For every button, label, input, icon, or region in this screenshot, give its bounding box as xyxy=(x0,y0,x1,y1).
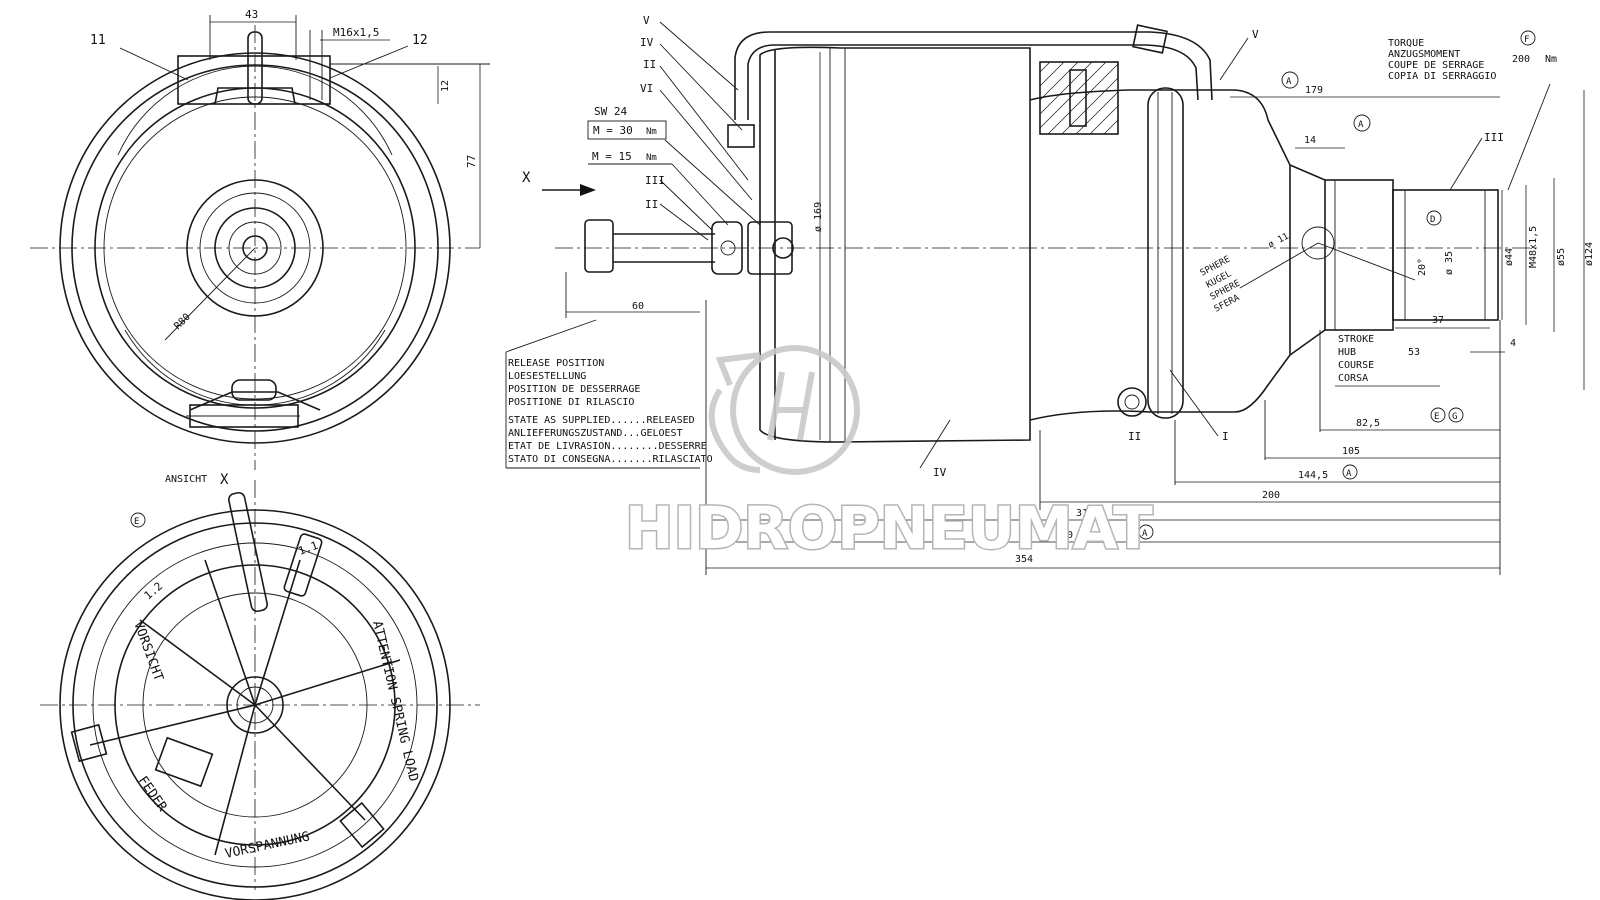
dim-d35: ø 35 xyxy=(1444,251,1455,275)
label-ansicht: ANSICHT xyxy=(165,474,207,485)
cover-text-vorsicht: VORSICHT xyxy=(130,619,166,683)
roman-2-a: II xyxy=(643,58,656,71)
dim-m16: M16x1,5 xyxy=(333,26,379,39)
watermark-logo xyxy=(708,345,860,475)
dim-m30-unit: Nm xyxy=(646,127,657,137)
dim-330: 330 xyxy=(1055,530,1073,541)
dim-14: 14 xyxy=(1304,135,1316,146)
roman-2-c: II xyxy=(1128,430,1141,443)
label-x-arrow: X xyxy=(522,170,531,186)
dim-12: 12 xyxy=(440,80,451,92)
watermark-text: HIDROPNEUMAT xyxy=(625,494,1153,562)
release-l5: STATE AS SUPPLIED......RELEASED xyxy=(508,415,695,426)
dim-d44: ø44 xyxy=(1504,248,1515,266)
torque-note: TORQUE ANZUGSMOMENT COUPE DE SERRAGE COP… xyxy=(1388,30,1557,191)
label-a-3: A xyxy=(1346,469,1352,479)
cover-text-attention: ATTENTION SPRING LOAD xyxy=(369,620,421,784)
torque-l2: ANZUGSMOMENT xyxy=(1388,49,1460,60)
dim-354: 354 xyxy=(1015,554,1033,565)
cover-text-feder: FEDER xyxy=(135,774,170,815)
label-e-dim: E xyxy=(1434,412,1439,422)
stroke-l2: HUB xyxy=(1338,347,1356,358)
label-12: 12 xyxy=(412,33,428,48)
release-l2: LOESESTELLUNG xyxy=(508,371,586,382)
torque-l4: COPIA DI SERRAGGIO xyxy=(1388,71,1496,82)
release-l6: ANLIEFERUNGSZUSTAND...GELOEST xyxy=(508,428,683,439)
stroke-l3: COURSE xyxy=(1338,360,1374,371)
roman-1: I xyxy=(1222,430,1229,443)
dim-m15-unit: Nm xyxy=(646,153,657,163)
dim-200: 200 xyxy=(1262,490,1280,501)
label-f-torque: F xyxy=(1524,35,1529,45)
release-note: RELEASE POSITION LOESESTELLUNG POSITION … xyxy=(505,319,713,469)
roman-3-a: III xyxy=(645,174,665,187)
stroke-l4: CORSA xyxy=(1338,373,1368,384)
roman-2-b: II xyxy=(645,198,658,211)
release-l8: STATO DI CONSEGNA.......RILASCIATO xyxy=(508,454,713,465)
release-l3: POSITION DE DESSERRAGE xyxy=(508,384,640,395)
label-a-1: A xyxy=(1286,77,1292,87)
dim-m15: M = 15 xyxy=(592,150,632,163)
roman-6: VI xyxy=(640,82,653,95)
label-a-4: A xyxy=(1142,529,1148,539)
roman-4-b: IV xyxy=(933,466,947,479)
end-view: 43 M16x1,5 11 12 12 77 R80 xyxy=(30,8,490,470)
release-l1: RELEASE POSITION xyxy=(508,358,604,369)
cover-label-1-2: 1.2 xyxy=(142,580,166,603)
dim-77: 77 xyxy=(465,155,478,168)
dim-d124: ø124 xyxy=(1584,242,1595,266)
dim-4: 4 xyxy=(1510,338,1516,349)
label-11: 11 xyxy=(90,33,106,48)
dim-319: 319 xyxy=(1076,508,1094,519)
dim-d169: ø 169 xyxy=(813,202,824,232)
roman-5-a: V xyxy=(643,14,650,27)
dim-d20: 20° xyxy=(1417,258,1428,276)
release-l4: POSITIONE DI RILASCIO xyxy=(508,397,634,408)
dim-53: 53 xyxy=(1408,347,1420,358)
torque-l3: COUPE DE SERRAGE xyxy=(1388,60,1484,71)
label-d-circle: D xyxy=(1430,215,1435,225)
dim-m30: M = 30 xyxy=(593,124,633,137)
torque-l1: TORQUE xyxy=(1388,38,1424,49)
cover-view: 1.1 1.2 VORSICHT ATTENTION SPRING LOAD F… xyxy=(40,480,480,900)
release-l7: ETAT DE LIVRASION........DESSERRE xyxy=(508,441,707,452)
dim-144: 144,5 xyxy=(1298,470,1328,481)
cover-label-1-1: 1.1 xyxy=(297,539,320,558)
label-g-dim: G xyxy=(1452,412,1457,422)
label-a-2: A xyxy=(1358,120,1364,130)
dim-60: 60 xyxy=(632,301,644,312)
dim-82: 82,5 xyxy=(1356,418,1380,429)
stroke-note: STROKE HUB COURSE CORSA 53 xyxy=(1335,334,1440,387)
stroke-l1: STROKE xyxy=(1338,334,1374,345)
label-e-circle: E xyxy=(134,517,139,527)
label-x-view: X xyxy=(220,472,229,488)
dim-d55: ø55 xyxy=(1556,248,1567,266)
dim-m48: M48x1,5 xyxy=(1528,226,1539,268)
dim-torque-200: 200 xyxy=(1512,54,1530,65)
section-view: D X SW 24 M = 30 Nm M = 15 Nm V IV II VI… xyxy=(505,14,1595,575)
cover-text-vorspannung: VORSPANNUNG xyxy=(224,829,312,862)
roman-4-a: IV xyxy=(640,36,654,49)
roman-3-b: III xyxy=(1484,131,1504,144)
roman-5-b: V xyxy=(1252,28,1259,41)
dim-179: 179 xyxy=(1305,85,1323,96)
dim-torque-unit: Nm xyxy=(1545,54,1557,65)
dim-43: 43 xyxy=(245,8,258,21)
dim-37: 37 xyxy=(1432,315,1444,326)
dim-sw24: SW 24 xyxy=(594,105,627,118)
dim-105: 105 xyxy=(1342,446,1360,457)
